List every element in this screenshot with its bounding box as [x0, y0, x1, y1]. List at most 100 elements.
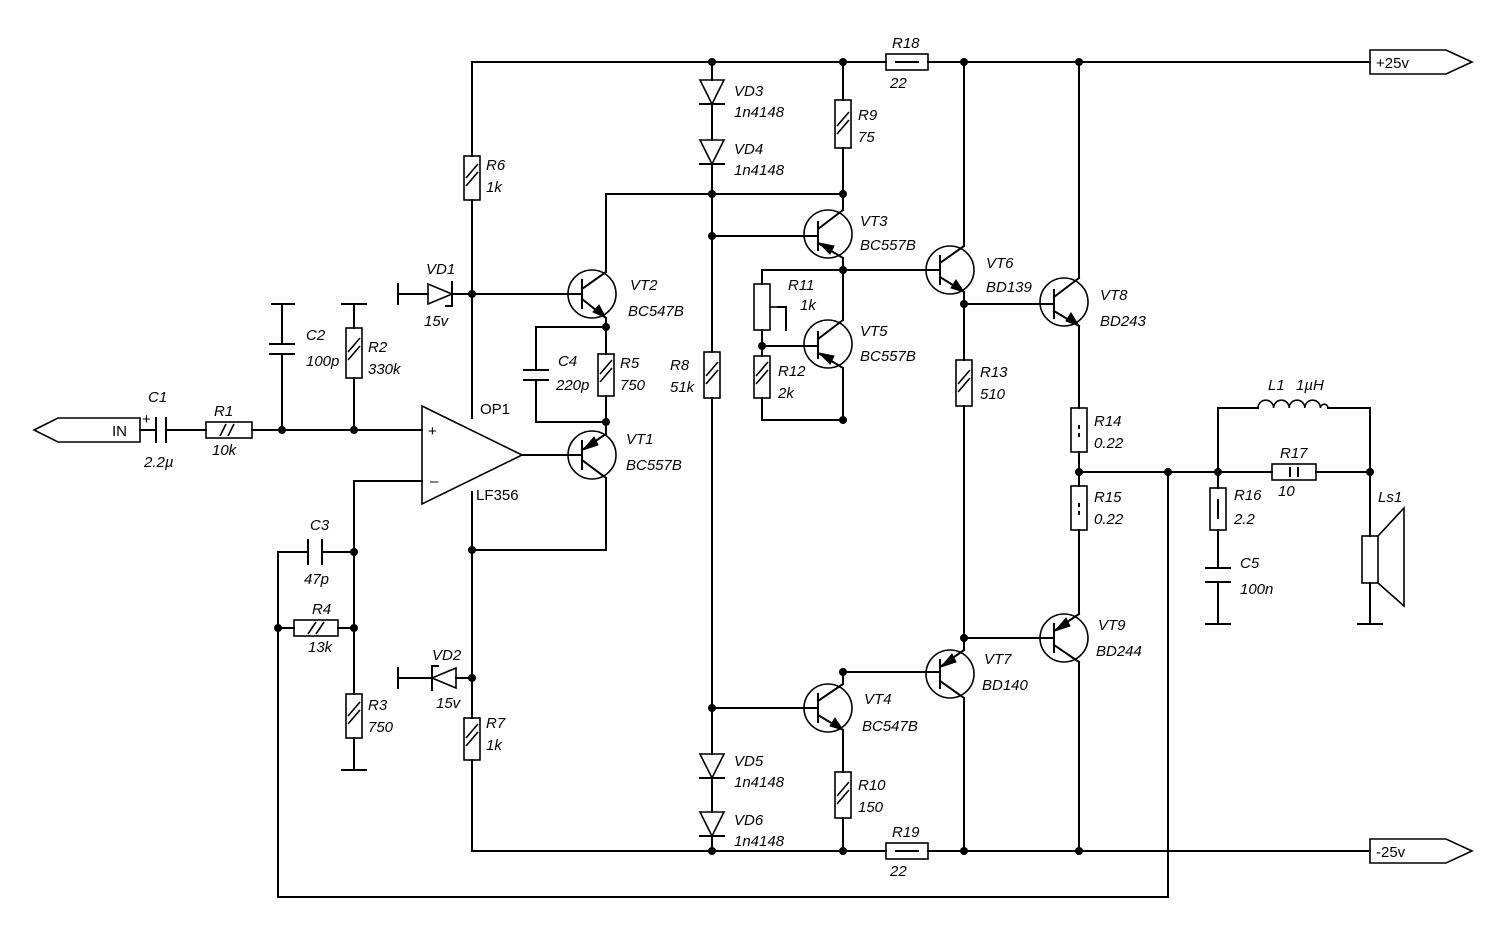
resistor-r4: R4 13k [293, 601, 339, 656]
resistor-r3: R3 750 [345, 693, 394, 739]
vt9-ref: VT9 [1098, 617, 1126, 634]
vd2-value: 15v [436, 695, 462, 712]
vt4-value: BC547B [862, 718, 918, 735]
junctions [274, 58, 1374, 855]
transistor-vt8: VT8 BD243 [1039, 276, 1147, 330]
vd3-ref: VD3 [734, 83, 764, 100]
vt6-value: BD139 [986, 279, 1033, 296]
capacitor-c1: + C1 2.2µ [142, 389, 174, 471]
vd5-value: 1n4148 [734, 774, 785, 791]
vt1-ref: VT1 [626, 431, 654, 448]
vt4-ref: VT4 [864, 691, 892, 708]
r3-ref: R3 [368, 697, 388, 714]
c4-value: 220p [555, 377, 589, 394]
negative-rail-label: -25v [1376, 844, 1406, 861]
r8-ref: R8 [670, 357, 690, 374]
r10-ref: R10 [858, 777, 886, 794]
diode-vd6: VD6 1n4148 [698, 811, 785, 850]
resistor-r13: R13 510 [955, 359, 1008, 407]
r3-value: 750 [368, 719, 394, 736]
wires [139, 61, 1383, 898]
op1-value: LF356 [476, 487, 519, 504]
l1-ref: L1 [1268, 377, 1285, 394]
vt8-value: BD243 [1100, 313, 1147, 330]
vd4-ref: VD4 [734, 141, 763, 158]
resistor-r6: R6 1k [463, 155, 506, 201]
potentiometer-r11: R11 1k [753, 277, 817, 331]
ls1-ref: Ls1 [1378, 489, 1402, 506]
transistor-vt4: VT4 BC547B [803, 682, 918, 735]
opamp-plus-pin: + [428, 423, 437, 440]
vt5-ref: VT5 [860, 323, 888, 340]
c3-ref: C3 [310, 517, 330, 534]
r1-ref: R1 [214, 403, 233, 420]
capacitor-c4: C4 220p [523, 353, 589, 394]
r18-ref: R18 [892, 35, 920, 52]
r17-value: 10 [1278, 483, 1295, 500]
vd1-value: 15v [424, 313, 450, 330]
op1-ref: OP1 [480, 401, 510, 418]
r10-value: 150 [858, 799, 884, 816]
vd4-value: 1n4148 [734, 162, 785, 179]
resistor-r18: R18 22 [885, 35, 929, 92]
transistor-vt2: VT2 BC547B [567, 269, 684, 320]
inductor-l1: L1 1µH [1257, 377, 1329, 409]
capacitor-c2: C2 100p [269, 327, 339, 370]
resistor-r17: R17 10 [1271, 445, 1317, 500]
vt1-value: BC557B [626, 457, 682, 474]
c1-polarity: + [142, 411, 151, 428]
vt3-value: BC557B [860, 237, 916, 254]
r17-ref: R17 [1280, 445, 1308, 462]
resistor-r5: R5 750 [597, 353, 646, 397]
c5-ref: C5 [1240, 555, 1260, 572]
r14-ref: R14 [1094, 413, 1122, 430]
c3-value: 47p [304, 571, 329, 588]
r15-value: 0.22 [1094, 511, 1124, 528]
positive-rail-label: +25v [1376, 55, 1409, 72]
c5-value: 100n [1240, 581, 1273, 598]
diode-vd4: VD4 1n4148 [698, 139, 785, 179]
opamp-op1: + – OP1 LF356 [421, 401, 524, 506]
r13-value: 510 [980, 386, 1006, 403]
r5-value: 750 [620, 377, 646, 394]
resistor-r7: R7 1k [463, 715, 506, 761]
vt7-value: BD140 [982, 677, 1029, 694]
vd6-value: 1n4148 [734, 833, 785, 850]
vt9-value: BD244 [1096, 643, 1142, 660]
resistor-r16: R16 2.2 [1209, 487, 1262, 531]
r7-value: 1k [486, 737, 503, 754]
vt7-ref: VT7 [984, 651, 1012, 668]
capacitor-c5: C5 100n [1205, 555, 1273, 598]
resistor-r8: R8 51k [670, 351, 721, 399]
transistor-vt1: VT1 BC557B [567, 430, 682, 480]
l1-value: 1µH [1296, 377, 1324, 394]
input-port: IN [32, 417, 141, 443]
c1-value: 2.2µ [143, 454, 174, 471]
r1-value: 10k [212, 442, 238, 459]
zener-vd1: VD1 15v [424, 261, 455, 330]
r2-ref: R2 [368, 339, 388, 356]
capacitor-c3: C3 47p [304, 517, 330, 588]
vt5-value: BC557B [860, 348, 916, 365]
r7-ref: R7 [486, 715, 506, 732]
resistor-r9: R9 75 [834, 99, 878, 149]
r16-ref: R16 [1234, 487, 1262, 504]
vt2-value: BC547B [628, 303, 684, 320]
r12-ref: R12 [778, 363, 806, 380]
vd6-ref: VD6 [734, 812, 764, 829]
transistor-vt9: VT9 BD244 [1039, 612, 1142, 664]
vd5-ref: VD5 [734, 753, 764, 770]
r4-ref: R4 [312, 601, 331, 618]
transistor-vt3: VT3 BC557B [803, 208, 916, 260]
resistor-r14: R14 0.22 [1070, 407, 1124, 453]
negative-rail-port: -25v [1369, 838, 1474, 864]
r14-value: 0.22 [1094, 435, 1124, 452]
r12-value: 2k [777, 385, 795, 402]
vd3-value: 1n4148 [734, 104, 785, 121]
r9-value: 75 [858, 129, 875, 146]
r9-ref: R9 [858, 107, 878, 124]
resistor-r2: R2 330k [345, 327, 402, 379]
c4-ref: C4 [558, 353, 577, 370]
vt6-ref: VT6 [986, 255, 1014, 272]
r8-value: 51k [670, 379, 696, 396]
